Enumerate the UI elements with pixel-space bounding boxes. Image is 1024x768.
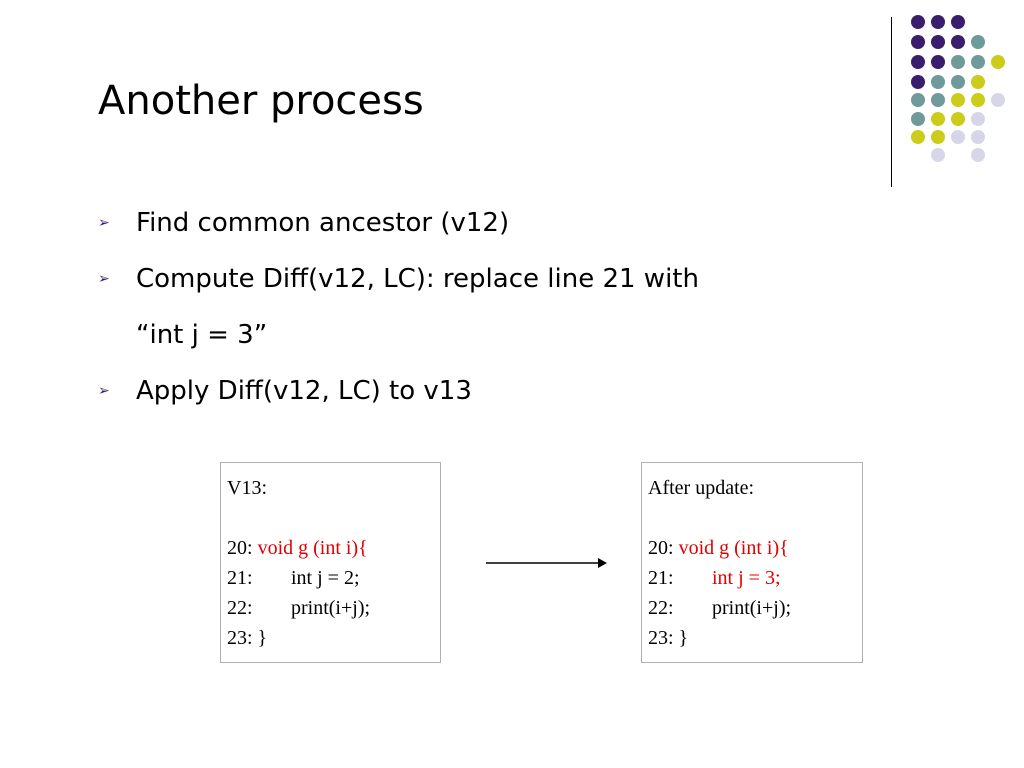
bullet-list: ➢ Find common ancestor (v12) ➢ Compute D… bbox=[98, 195, 699, 419]
bullet-item: ➢ Apply Diff(v12, LC) to v13 bbox=[98, 363, 699, 419]
arrow-bullet-icon: ➢ bbox=[98, 215, 110, 231]
decorative-dot bbox=[911, 93, 925, 107]
arrow-bullet-icon: ➢ bbox=[98, 383, 110, 399]
code-line-22: 22: print(i+j); bbox=[648, 593, 856, 623]
bullet-text: Find common ancestor (v12) bbox=[136, 208, 510, 238]
decorative-dot bbox=[911, 55, 925, 69]
bullet-continuation: “int j = 3” bbox=[136, 320, 268, 350]
decorative-dot bbox=[971, 93, 985, 107]
decorative-dot bbox=[971, 75, 985, 89]
decorative-dot bbox=[971, 112, 985, 126]
line-number: 21: bbox=[227, 567, 253, 589]
decorative-dot bbox=[971, 148, 985, 162]
arrow-bullet-icon: ➢ bbox=[98, 271, 110, 287]
decorative-dot bbox=[951, 93, 965, 107]
code-line-22: 22: print(i+j); bbox=[227, 593, 434, 623]
bullet-item: ➢ Compute Diff(v12, LC): replace line 21… bbox=[98, 251, 699, 363]
bullet-text: Compute Diff(v12, LC): replace line 21 w… bbox=[136, 264, 699, 294]
decorative-dot bbox=[951, 35, 965, 49]
decorative-dot bbox=[911, 112, 925, 126]
line-number: 20: bbox=[648, 537, 679, 559]
code-box-after-update: After update: 20: void g (int i){ 21: int… bbox=[641, 462, 863, 663]
line-code: void g (int i){ bbox=[678, 537, 789, 559]
decorative-dot bbox=[971, 130, 985, 144]
decorative-dot bbox=[971, 35, 985, 49]
decorative-dot bbox=[951, 130, 965, 144]
decorative-dot bbox=[951, 55, 965, 69]
decorative-dot bbox=[931, 55, 945, 69]
decorative-dot bbox=[931, 112, 945, 126]
decorative-dot bbox=[951, 15, 965, 29]
decorative-dot bbox=[911, 130, 925, 144]
decorative-dot bbox=[991, 55, 1005, 69]
code-line-20: 20: void g (int i){ bbox=[648, 533, 856, 563]
slide-title: Another process bbox=[98, 78, 424, 124]
bullet-item: ➢ Find common ancestor (v12) bbox=[98, 195, 699, 251]
decorative-dot bbox=[931, 130, 945, 144]
line-number: 21: bbox=[648, 567, 674, 589]
line-code: void g (int i){ bbox=[257, 537, 368, 559]
code-box-header: After update: bbox=[648, 477, 755, 499]
code-line-20: 20: void g (int i){ bbox=[227, 533, 434, 563]
decorative-dot bbox=[931, 35, 945, 49]
line-code: int j = 2; bbox=[291, 567, 360, 589]
decorative-dot bbox=[931, 93, 945, 107]
line-number: 20: bbox=[227, 537, 258, 559]
line-number: 22: bbox=[227, 597, 253, 619]
line-code: int j = 3; bbox=[712, 567, 781, 589]
blank-line bbox=[227, 503, 434, 533]
code-box-header: V13: bbox=[227, 477, 267, 499]
bullet-text: Apply Diff(v12, LC) to v13 bbox=[136, 376, 472, 406]
decorative-dot bbox=[911, 35, 925, 49]
code-line-21: 21: int j = 3; bbox=[648, 563, 856, 593]
decorative-dot bbox=[931, 148, 945, 162]
decorative-dot bbox=[931, 15, 945, 29]
code-line-21: 21: int j = 2; bbox=[227, 563, 434, 593]
decorative-dot bbox=[911, 75, 925, 89]
decorative-dot bbox=[911, 15, 925, 29]
line-code: print(i+j); bbox=[712, 597, 792, 619]
right-arrow-icon bbox=[486, 558, 607, 568]
vertical-divider bbox=[891, 17, 892, 187]
decorative-dot bbox=[971, 55, 985, 69]
code-line-23: 23: } bbox=[648, 627, 689, 649]
decorative-dot bbox=[991, 93, 1005, 107]
code-line-23: 23: } bbox=[227, 627, 268, 649]
line-code: print(i+j); bbox=[291, 597, 371, 619]
decorative-dot-grid bbox=[911, 15, 1005, 162]
decorative-dot bbox=[931, 75, 945, 89]
line-number: 22: bbox=[648, 597, 674, 619]
decorative-dot bbox=[951, 75, 965, 89]
code-box-v13: V13: 20: void g (int i){ 21: int j = 2; 2… bbox=[220, 462, 441, 663]
decorative-dot bbox=[951, 112, 965, 126]
blank-line bbox=[648, 503, 856, 533]
